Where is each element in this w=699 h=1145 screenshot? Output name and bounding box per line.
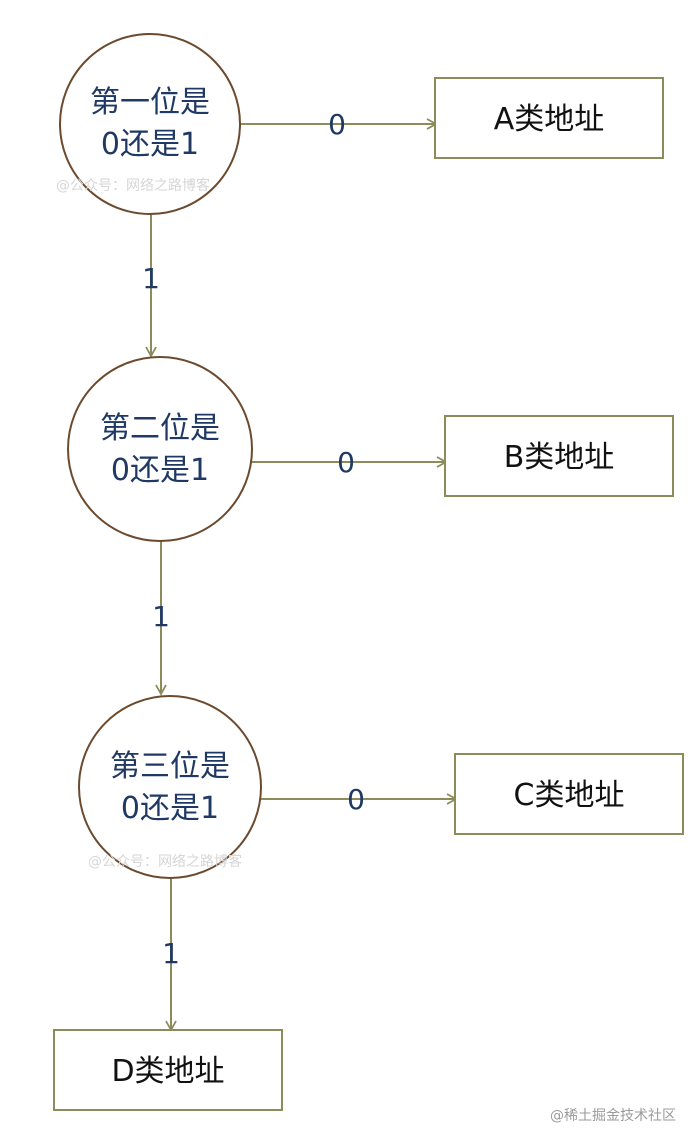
decision-node-3-line2: 0还是1 (121, 791, 219, 826)
watermark-platform: @稀土掘金技术社区 (550, 1108, 676, 1124)
edge-label-one-2: 1 (152, 600, 170, 633)
decision-node-2-line1: 第二位是 (100, 411, 220, 446)
watermark-wechat-2: @公众号：网络之路博客 (88, 853, 242, 870)
decision-node-1-line2: 0还是1 (101, 127, 199, 162)
watermark-wechat-1: @公众号：网络之路博客 (56, 177, 210, 194)
outcome-label-d: D类地址 (111, 1054, 224, 1089)
edge-label-zero-2: 0 (337, 446, 355, 479)
edge-label-zero-1: 0 (328, 108, 346, 141)
edge-label-zero-3: 0 (347, 783, 365, 816)
decision-node-1: 第一位是 0还是1 (59, 33, 241, 215)
decision-node-2-line2: 0还是1 (111, 453, 209, 488)
edge-label-one-1: 1 (142, 262, 160, 295)
outcome-label-b: B类地址 (504, 440, 615, 475)
outcome-box-d: D类地址 (53, 1029, 283, 1111)
outcome-label-c: C类地址 (514, 778, 625, 813)
decision-node-3-line1: 第三位是 (110, 749, 230, 784)
decision-node-1-line1: 第一位是 (90, 85, 210, 120)
outcome-box-c: C类地址 (454, 753, 684, 835)
edge-label-one-3: 1 (162, 937, 180, 970)
outcome-box-a: A类地址 (434, 77, 664, 159)
decision-node-2: 第二位是 0还是1 (67, 356, 253, 542)
outcome-label-a: A类地址 (494, 102, 605, 137)
outcome-box-b: B类地址 (444, 415, 674, 497)
decision-node-3: 第三位是 0还是1 (78, 695, 262, 879)
